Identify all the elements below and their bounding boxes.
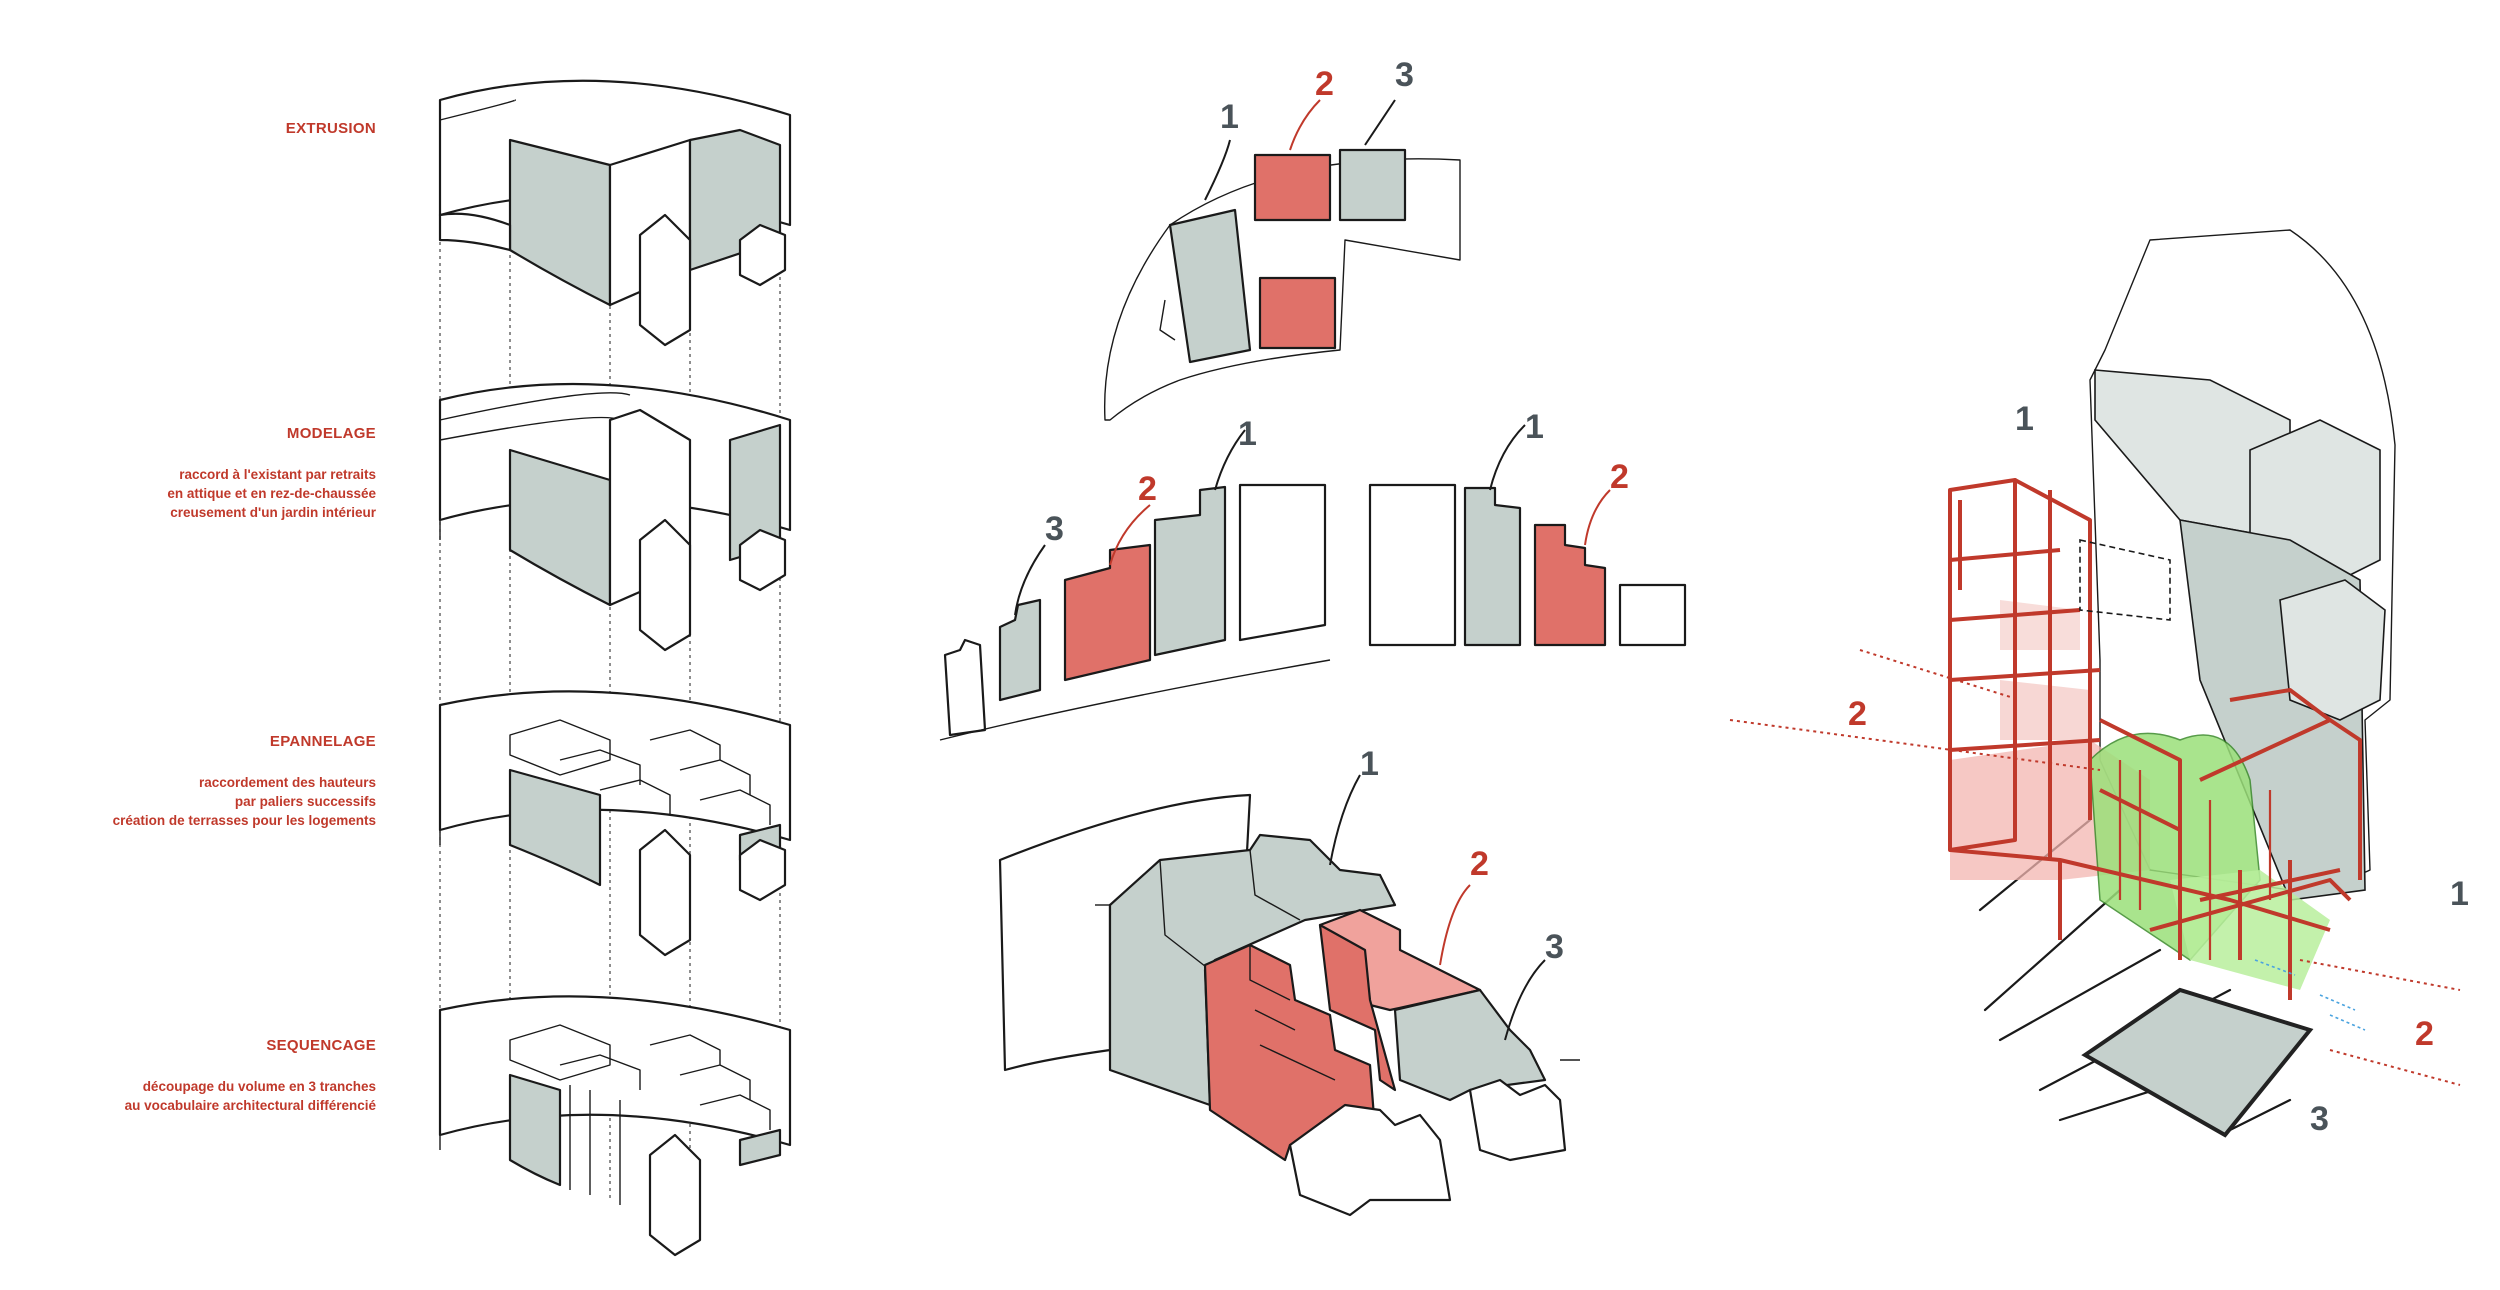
elev-right-label-2: 2 xyxy=(1610,458,1629,496)
step-title-modelage: MODELAGE xyxy=(286,425,376,442)
step-line: création de terrasses pour les logements xyxy=(112,813,376,828)
elevation-right: 1 2 xyxy=(1368,408,1687,647)
iso-detail-right xyxy=(1729,229,2461,1138)
step-line: découpage du volume en 3 tranches xyxy=(142,1079,376,1094)
plan-label-2: 2 xyxy=(1315,65,1334,103)
iso-mid-label-2: 2 xyxy=(1470,845,1489,883)
iso-right-label-2-left: 2 xyxy=(1848,695,1867,733)
step-title-extrusion: EXTRUSION xyxy=(285,120,376,137)
elev-left-label-1: 1 xyxy=(1238,415,1257,453)
step-line: par paliers successifs xyxy=(234,794,376,809)
iso-right-label-1-right: 1 xyxy=(2450,875,2469,913)
step-line: en attique et en rez-de-chaussée xyxy=(167,486,376,501)
step-line: creusement d'un jardin intérieur xyxy=(170,505,376,520)
step-extrusion-volume xyxy=(438,79,792,347)
plan-labels: 1 2 3 xyxy=(1204,56,1414,201)
step-epannelage-volume xyxy=(438,690,792,957)
elev-left-label-3: 3 xyxy=(1045,510,1064,548)
step-line: au vocabulaire architectural différencié xyxy=(124,1098,376,1113)
iso-detail-labels: 1 2 1 2 3 xyxy=(1848,400,2469,1138)
step-description-sequencage: découpage du volume en 3 tranches au voc… xyxy=(0,1077,376,1115)
step-sequencage-volume xyxy=(438,995,792,1257)
iso-right-label-2-right: 2 xyxy=(2415,1015,2434,1053)
elev-right-label-1: 1 xyxy=(1525,408,1544,446)
step-line: raccord à l'existant par retraits xyxy=(179,467,376,482)
iso-mid-label-3: 3 xyxy=(1545,928,1564,966)
step-title-epannelage: EPANNELAGE xyxy=(269,733,376,750)
step-description-epannelage: raccordement des hauteurs par paliers su… xyxy=(0,773,376,830)
step-title-sequencage: SEQUENCAGE xyxy=(266,1037,376,1054)
step-modelage-volume xyxy=(438,382,792,652)
iso-right-label-3: 3 xyxy=(2310,1100,2329,1138)
iso-volumes-center: 1 2 3 xyxy=(998,745,1580,1217)
site-plan xyxy=(1103,148,1461,421)
plan-label-1: 1 xyxy=(1220,98,1239,136)
step-line: raccordement des hauteurs xyxy=(198,775,376,790)
iso-right-label-1-top: 1 xyxy=(2015,400,2034,438)
elevation-left: 3 2 1 xyxy=(939,415,1331,741)
elev-left-label-2: 2 xyxy=(1138,470,1157,508)
iso-mid-label-1: 1 xyxy=(1360,745,1379,783)
step-description-modelage: raccord à l'existant par retraits en att… xyxy=(0,465,376,522)
plan-label-3: 3 xyxy=(1395,56,1414,94)
